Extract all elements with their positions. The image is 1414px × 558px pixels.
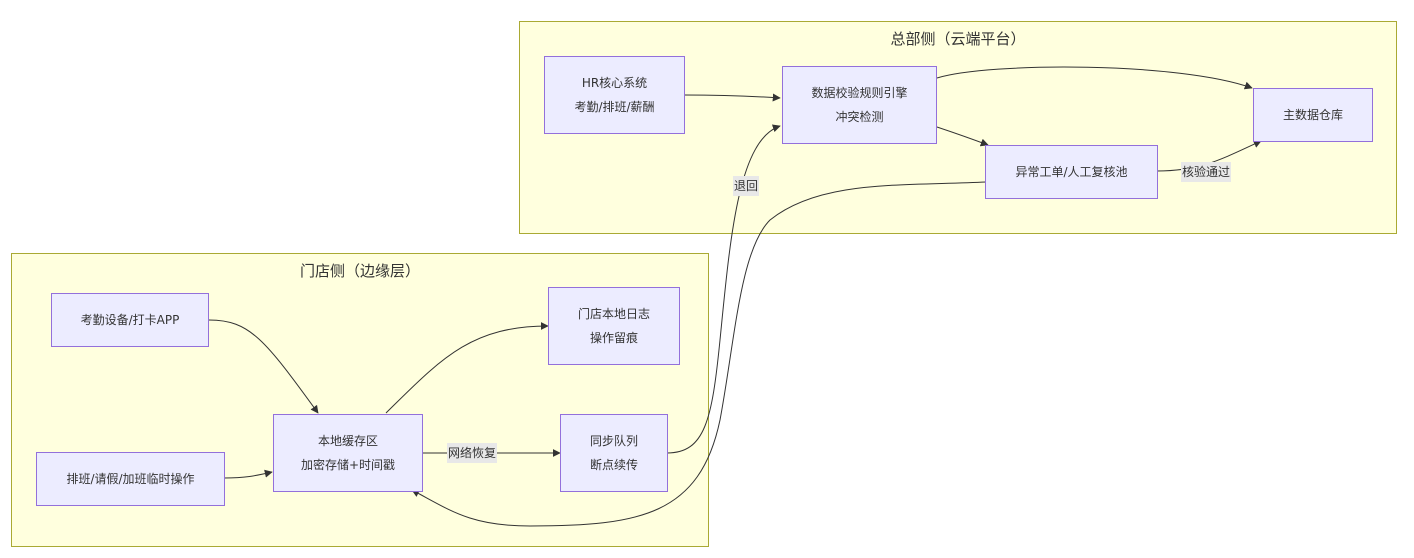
cluster-title: 总部侧（云端平台） [890,30,1026,48]
node-label-line: 加密存储+时间戳 [300,458,396,472]
node-sync-queue[interactable]: 同步队列 断点续传 [560,414,668,492]
node-attendance-device[interactable]: 考勤设备/打卡APP [51,293,209,347]
node-rule-engine[interactable]: 数据校验规则引擎 冲突检测 [782,66,937,144]
edge-label-verified: 核验通过 [1181,162,1232,182]
node-label-line: 冲突检测 [835,110,884,124]
cluster-title: 门店侧（边缘层） [299,262,420,280]
node-temp-operations[interactable]: 排班/请假/加班临时操作 [36,452,225,506]
node-label-line: 主数据仓库 [1282,108,1343,122]
node-label-line: HR核心系统 [581,76,648,90]
node-label-line: 断点续传 [589,458,638,472]
node-store-local-log[interactable]: 门店本地日志 操作留痕 [548,287,680,365]
node-hr-core-system[interactable]: HR核心系统 考勤/排班/薪酬 [544,56,685,134]
node-exception-review-pool[interactable]: 异常工单/人工复核池 [985,145,1158,199]
node-label-line: 数据校验规则引擎 [811,86,908,100]
node-label-line: 同步队列 [589,434,638,448]
node-label-line: 操作留痕 [589,331,638,345]
node-label-line: 排班/请假/加班临时操作 [66,472,195,486]
node-label-line: 异常工单/人工复核池 [1015,165,1128,179]
node-local-cache[interactable]: 本地缓存区 加密存储+时间戳 [273,414,423,492]
node-label-line: 门店本地日志 [577,307,650,321]
edge-label-network-restored: 网络恢复 [447,443,498,463]
edge-label-returned: 退回 [733,176,760,196]
node-label-line: 考勤设备/打卡APP [80,313,180,327]
node-label-line: 考勤/排班/薪酬 [574,100,655,114]
node-label-line: 本地缓存区 [317,434,378,448]
node-master-data-warehouse[interactable]: 主数据仓库 [1253,88,1373,142]
